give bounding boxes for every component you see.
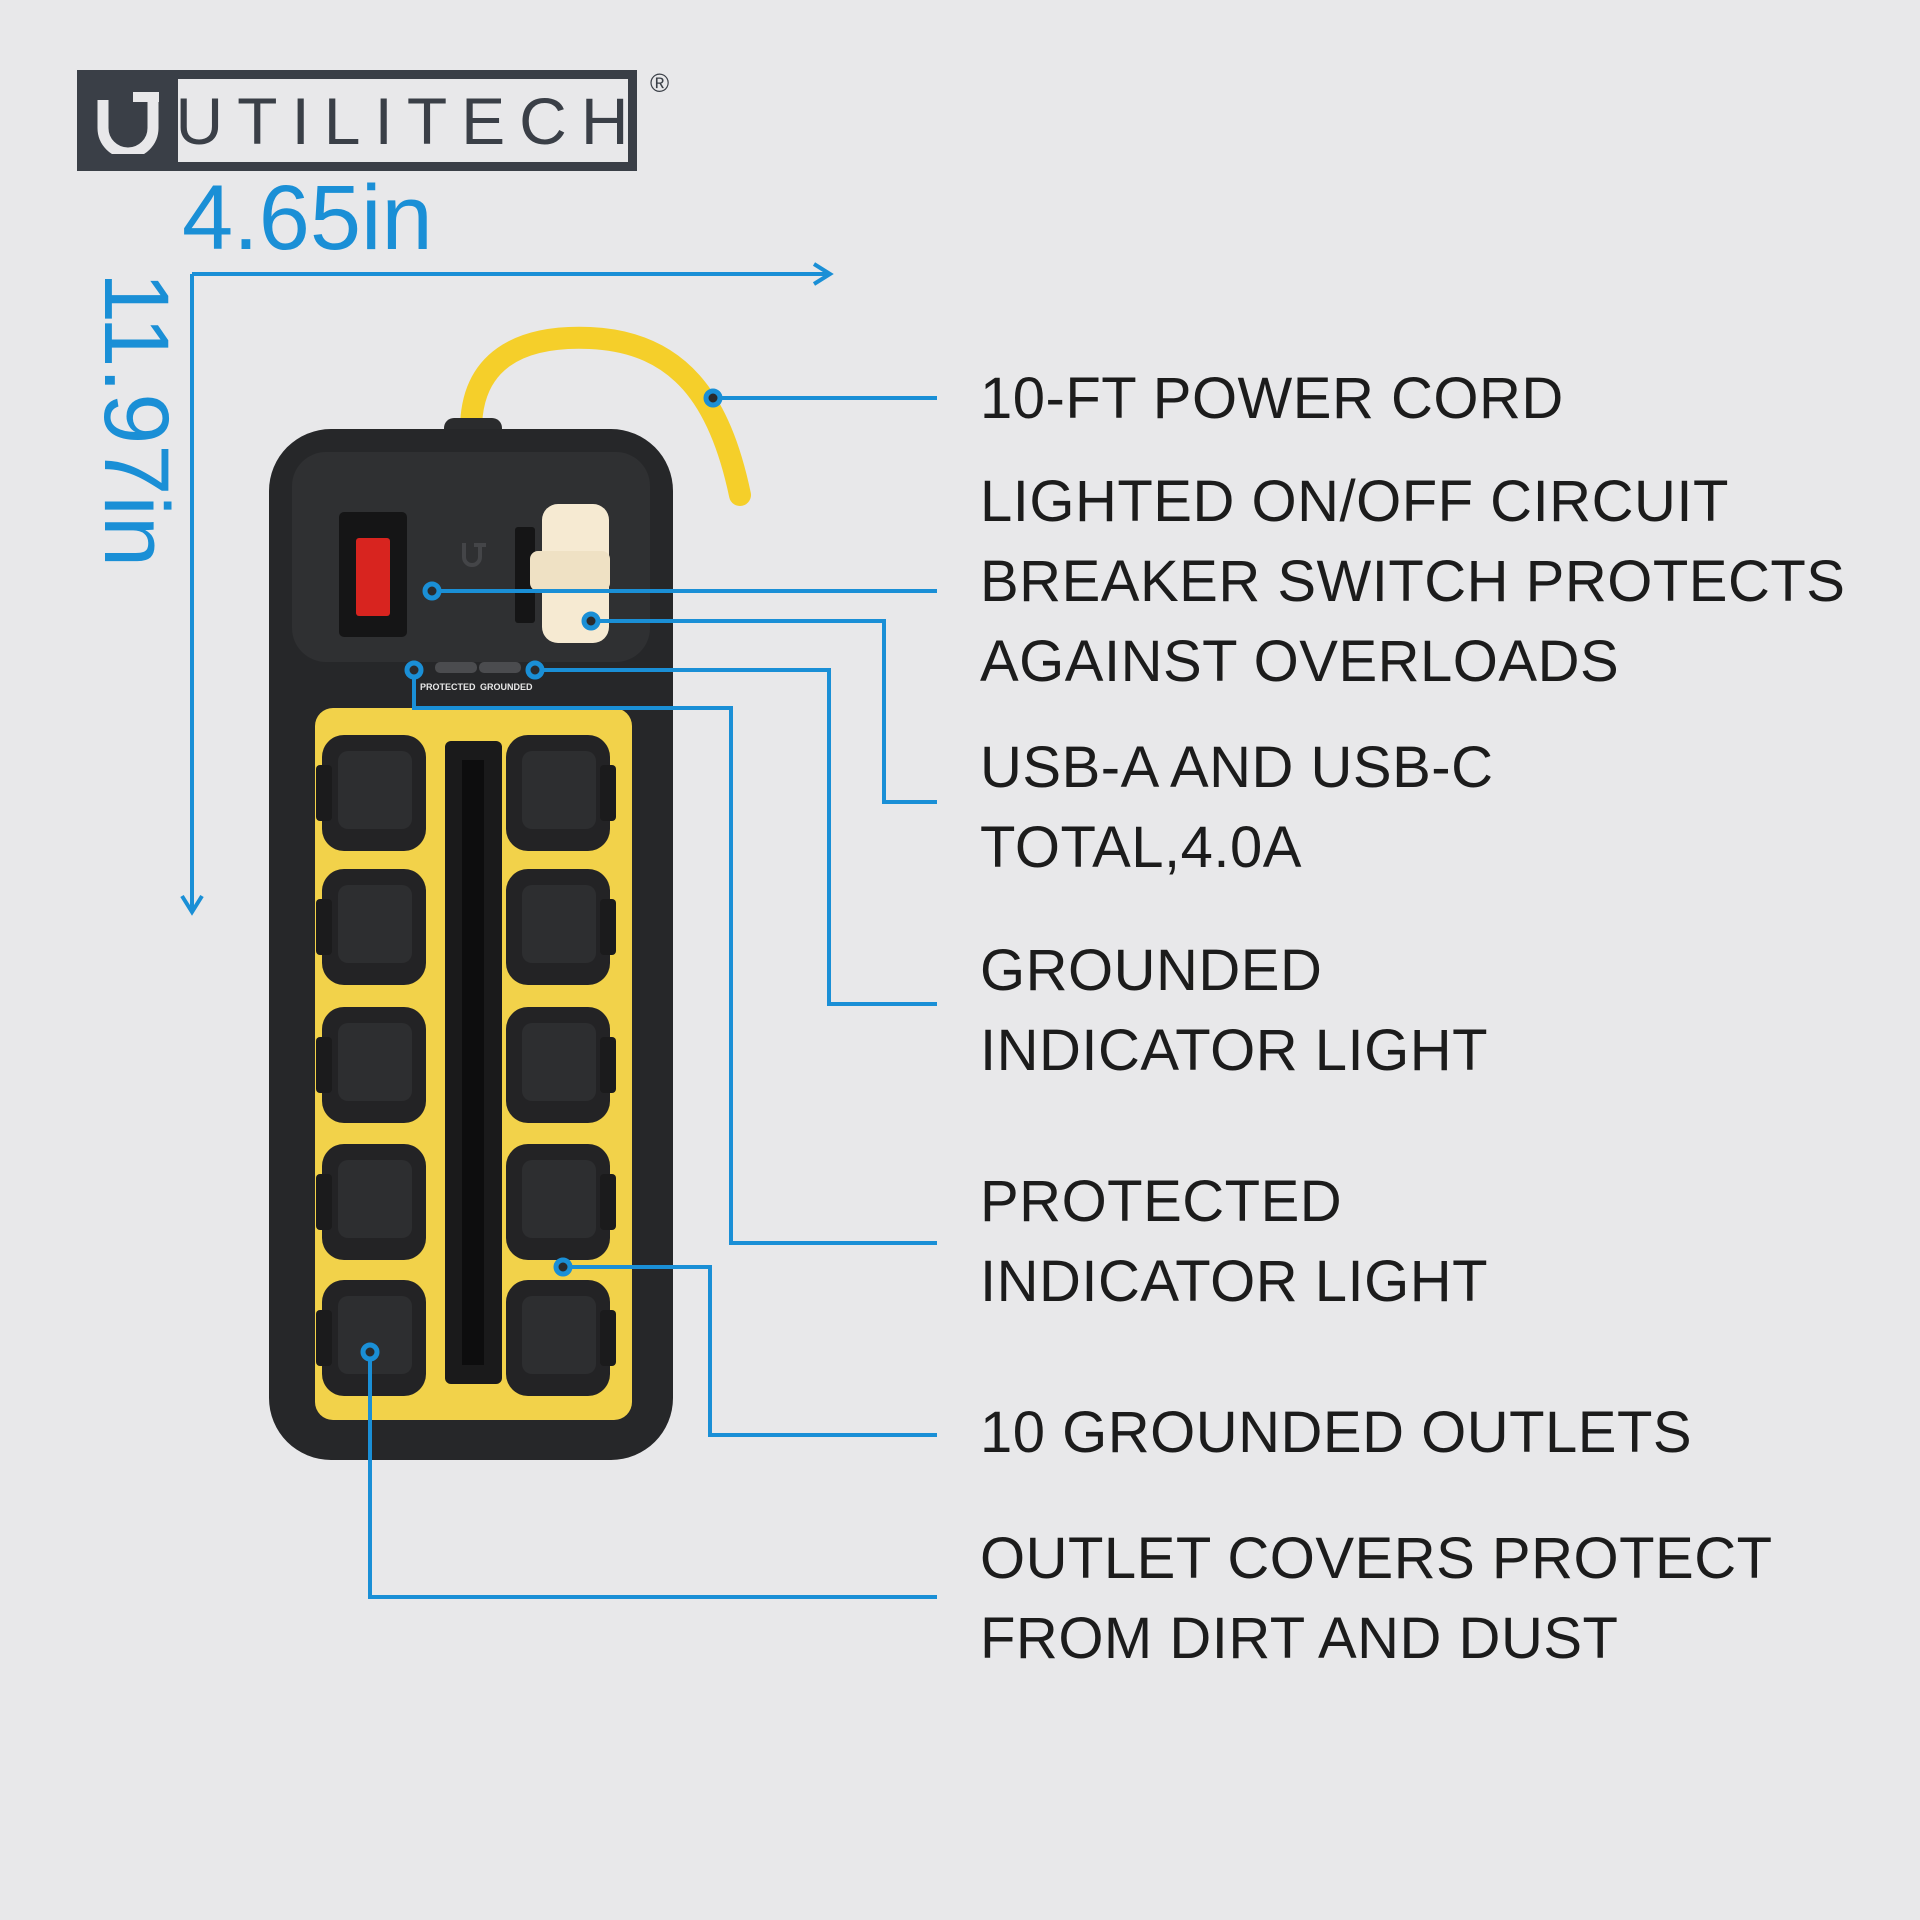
registered-mark: ® [650, 68, 670, 98]
utilitech-logo: UTILITECH [77, 70, 637, 171]
embossed-logo-icon [462, 543, 486, 567]
outlet-cover[interactable] [316, 1144, 426, 1260]
outlet-cover[interactable] [316, 1280, 426, 1396]
center-slot-groove [462, 760, 484, 1365]
usb-port[interactable] [515, 527, 535, 623]
grounded-indicator-label: GROUNDED [480, 682, 533, 692]
outlet-cover[interactable] [506, 1144, 616, 1260]
callout-line-text: 10-FT POWER CORD [980, 366, 1564, 431]
callout-leader-line [563, 1265, 937, 1437]
callout-line-text: INDICATOR LIGHT [980, 1249, 1489, 1314]
callout-label: LIGHTED ON/OFF CIRCUIT BREAKER SWITCH PRO… [980, 462, 1845, 702]
outlet-cover[interactable] [316, 735, 426, 851]
callout-label: PROTECTED INDICATOR LIGHT [980, 1162, 1488, 1322]
outlet-cover[interactable] [316, 1007, 426, 1123]
outlet-grid [316, 735, 616, 1396]
callout-line-text: PROTECTED [980, 1169, 1343, 1234]
callout-line-text: INDICATOR LIGHT [980, 1018, 1489, 1083]
callout-line-text: USB-A AND USB-C [980, 735, 1494, 800]
outlet-cover[interactable] [316, 869, 426, 985]
callout-dot [703, 388, 723, 408]
callout-dot [404, 660, 424, 680]
callout-label: 10 GROUNDED OUTLETS [980, 1393, 1692, 1473]
callout-line-text: OUTLET COVERS PROTECT [980, 1526, 1773, 1591]
callout-leader-line [412, 670, 937, 1245]
callout-line-text: AGAINST OVERLOADS [980, 629, 1620, 694]
callout-line-text: GROUNDED [980, 938, 1323, 1003]
outlet-cover[interactable] [506, 1280, 616, 1396]
callout-leader-line [591, 619, 937, 804]
outlet-cover[interactable] [506, 1007, 616, 1123]
callout-dot [581, 611, 601, 631]
callout-line-text: TOTAL,4.0A [980, 815, 1302, 880]
outlet-cover[interactable] [506, 869, 616, 985]
logo-wordmark: UTILITECH [175, 83, 643, 158]
callout-line-text: LIGHTED ON/OFF CIRCUIT [980, 469, 1729, 534]
callout-dot [525, 660, 545, 680]
callout-line-text: FROM DIRT AND DUST [980, 1606, 1619, 1671]
callout-label: USB-A AND USB-C TOTAL,4.0A [980, 728, 1494, 888]
protected-indicator-label: PROTECTED [420, 682, 476, 692]
usb-port-cover[interactable] [530, 504, 610, 643]
circuit-breaker-switch[interactable] [339, 512, 407, 637]
indicator-lights [435, 662, 521, 673]
logo-wordmark-box: UTILITECH [175, 79, 629, 162]
utilitech-u-mark-icon [97, 92, 159, 154]
callout-line-text: 10 GROUNDED OUTLETS [980, 1400, 1693, 1465]
callout-label: OUTLET COVERS PROTECT FROM DIRT AND DUST [980, 1519, 1773, 1679]
width-arrow [192, 262, 834, 286]
width-dimension-label: 4.65in [182, 167, 433, 269]
callout-label: 10-FT POWER CORD [980, 359, 1564, 439]
callout-line-text: BREAKER SWITCH PROTECTS [980, 549, 1846, 614]
height-arrow [180, 274, 204, 916]
callout-label: GROUNDED INDICATOR LIGHT [980, 931, 1488, 1091]
callout-leader-line [535, 668, 937, 1006]
power-cord [459, 326, 751, 506]
callout-dot [360, 1342, 380, 1362]
callout-dot [422, 581, 442, 601]
callout-leader-line [368, 1352, 937, 1599]
outlet-cover[interactable] [506, 735, 616, 851]
callout-dot [553, 1257, 573, 1277]
